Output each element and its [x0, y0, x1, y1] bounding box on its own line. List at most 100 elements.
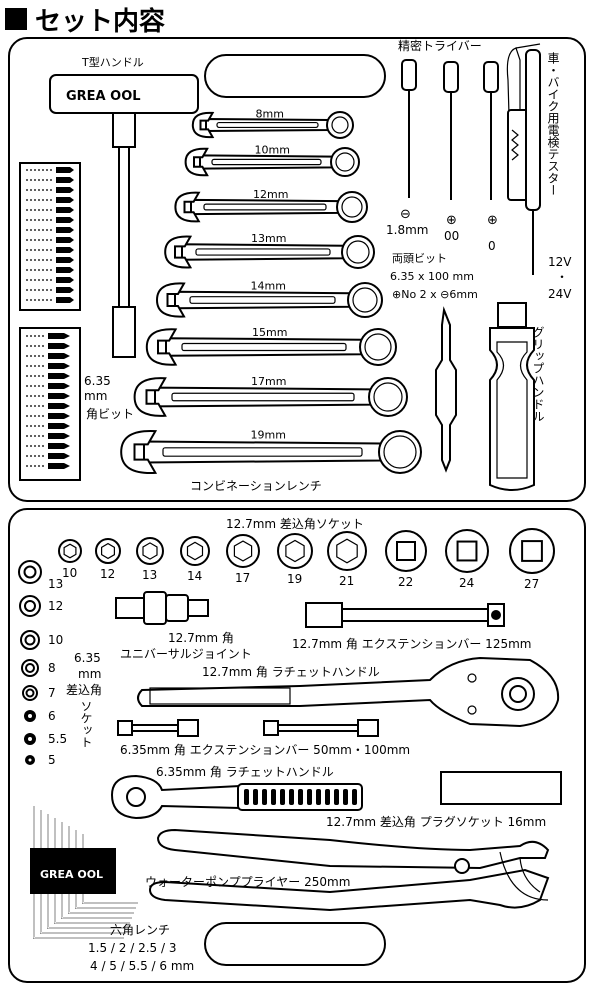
large-socket-21: 21 — [327, 531, 367, 588]
panel-sockets — [8, 508, 586, 983]
double-ended-bit: 両頭ビット 6.35 x 100 mm ⊕No 2 x ⊖6mm — [390, 252, 478, 473]
hex-wrench-set: GREA OOL 六角レンチ 1.5 / 2 / 2.5 / 3 4 / 5 /… — [30, 806, 194, 973]
hex-brand: GREA OOL — [40, 868, 103, 881]
wrench-5: 14mm — [155, 280, 383, 318]
large-socket-size-27: 27 — [524, 577, 539, 591]
tester-voltage-2: 24V — [548, 287, 572, 301]
large-socket-27: 27 — [509, 528, 555, 591]
large-socket-10: 10 — [58, 539, 82, 580]
large-socket-size-17: 17 — [235, 571, 250, 585]
small-socket-size-10: 10 — [48, 633, 63, 647]
large-socket-size-12: 12 — [100, 567, 115, 581]
small-socket-label-4: ソケット — [79, 700, 93, 748]
wrench-size-7: 17mm — [251, 375, 286, 388]
small-socket-label-3: 差込角 — [66, 683, 102, 697]
large-socket-22: 22 — [385, 530, 427, 589]
small-ext-label: 6.35mm 角 エクステンションバー 50mm・100mm — [120, 743, 410, 757]
wrench-8: 19mm — [120, 429, 422, 474]
title-bullet-square — [5, 8, 27, 30]
bit-label-line2: mm — [84, 389, 107, 403]
large-socket-17: 17 — [226, 534, 260, 585]
large-socket-size-24: 24 — [459, 576, 474, 590]
wrench-size-4: 13mm — [251, 232, 286, 245]
panel-hand-tools — [8, 37, 586, 502]
wrench-3: 12mm — [174, 188, 368, 223]
tester-voltage-dot: ・ — [556, 270, 568, 284]
pump-plier-label: ウォーターポンププライヤー 250mm — [145, 875, 350, 889]
tester-voltage-1: 12V — [548, 255, 572, 269]
water-pump-pliers: ウォーターポンププライヤー 250mm — [145, 828, 550, 912]
precision-drivers: 精密トライバー ⊖ 1.8mm ⊕ 00 ⊕ 0 — [386, 38, 499, 253]
bit-label-line1: 6.35 — [84, 374, 111, 388]
small-sockets: 13 12 10 8 7 6 5.5 5 — [18, 560, 67, 767]
small-socket-size-6: 6 — [48, 709, 56, 723]
large-socket-12: 12 — [95, 538, 121, 581]
oval-slot-top — [204, 54, 386, 98]
wrench-size-6: 15mm — [252, 326, 287, 339]
wrench-size-1: 8mm — [256, 107, 284, 120]
large-sockets: 10 12 13 14 17 19 21 22 24 27 — [58, 528, 555, 591]
driver-size-2-symbol: ⊕ — [446, 213, 457, 228]
socket-label: 12.7mm 差込角ソケット — [226, 517, 364, 531]
ujoint-label-2: ユニバーサルジョイント — [120, 647, 252, 661]
large-socket-size-21: 21 — [339, 574, 354, 588]
wrench-size-2: 10mm — [255, 144, 290, 157]
bit-set: 6.35 mm 角ビット — [19, 162, 134, 481]
small-socket-label-1: 6.35 — [74, 651, 101, 665]
grip-handle: グリップハンドル — [489, 302, 545, 491]
small-socket-size-5.5: 5.5 — [48, 732, 67, 746]
wrench-6: 15mm — [145, 326, 397, 366]
large-socket-size-22: 22 — [398, 575, 413, 589]
small-socket-5: 5 — [25, 753, 56, 767]
small-socket-6: 6 — [24, 709, 56, 723]
hex-sizes-2: 4 / 5 / 5.5 / 6 mm — [90, 959, 194, 973]
small-socket-size-8: 8 — [48, 661, 56, 675]
hex-wrench-label: 六角レンチ — [110, 923, 170, 937]
extension-bar-125: 12.7mm 角 エクステンションバー 125mm — [292, 602, 531, 651]
small-socket-size-13: 13 — [48, 577, 63, 591]
wrench-4: 13mm — [164, 232, 375, 269]
small-socket-7: 7 — [22, 685, 56, 701]
large-socket-14: 14 — [180, 536, 210, 583]
large-socket-19: 19 — [277, 533, 313, 586]
precision-driver-label: 精密トライバー — [398, 38, 482, 53]
wrench-size-8: 19mm — [251, 429, 286, 442]
wrench-label: コンビネーションレンチ — [190, 479, 322, 493]
large-socket-size-13: 13 — [142, 568, 157, 582]
small-ratchet-label: 6.35mm 角 ラチェットハンドル — [156, 765, 334, 779]
circuit-tester: 車・バイク用電検テスター 12V ・ 24V — [506, 43, 572, 301]
page-title: セット内容 — [35, 6, 165, 37]
driver-size-3-symbol: ⊕ — [487, 213, 498, 228]
hex-sizes-1: 1.5 / 2 / 2.5 / 3 — [88, 941, 176, 955]
driver-size-3: 0 — [488, 239, 496, 253]
wrench-7: 17mm — [133, 375, 408, 417]
double-bit-spec: ⊕No 2 x ⊖6mm — [392, 288, 478, 301]
oval-slot-bottom — [204, 922, 386, 966]
large-socket-size-10: 10 — [62, 566, 77, 580]
tester-label: 車・バイク用電検テスター — [546, 52, 560, 196]
small-socket-size-12: 12 — [48, 599, 63, 613]
small-socket-13: 13 — [18, 560, 63, 591]
wrench-size-3: 12mm — [253, 188, 288, 201]
large-socket-size-14: 14 — [187, 569, 202, 583]
combination-wrenches: 8mm 10mm 12mm 13mm 14mm 15mm 17mm 19mm — [120, 107, 422, 474]
large-socket-size-19: 19 — [287, 572, 302, 586]
small-socket-8: 8 — [21, 659, 56, 677]
driver-size-1: 1.8mm — [386, 223, 428, 237]
wrench-size-5: 14mm — [251, 280, 286, 293]
ratchet-handle-6-35: 6.35mm 角 ラチェットハンドル — [110, 765, 363, 820]
large-socket-13: 13 — [136, 537, 164, 582]
double-bit-label: 両頭ビット — [392, 252, 447, 265]
plug-socket-label: 12.7mm 差込角 プラグソケット 16mm — [326, 815, 546, 829]
small-socket-size-5: 5 — [48, 753, 56, 767]
wrench-1: 8mm — [191, 107, 354, 139]
bit-label-line3: 角ビット — [86, 407, 134, 421]
driver-size-1-symbol: ⊖ — [400, 207, 411, 222]
small-socket-label-2: mm — [78, 667, 101, 681]
ext-bar-label: 12.7mm 角 エクステンションバー 125mm — [292, 637, 531, 651]
ratchet-handle-12-7: 12.7mm 角 ラチェットハンドル — [137, 656, 560, 728]
small-socket-10: 10 — [20, 630, 63, 650]
large-socket-24: 24 — [445, 529, 489, 590]
small-socket-5.5: 5.5 — [24, 732, 67, 746]
